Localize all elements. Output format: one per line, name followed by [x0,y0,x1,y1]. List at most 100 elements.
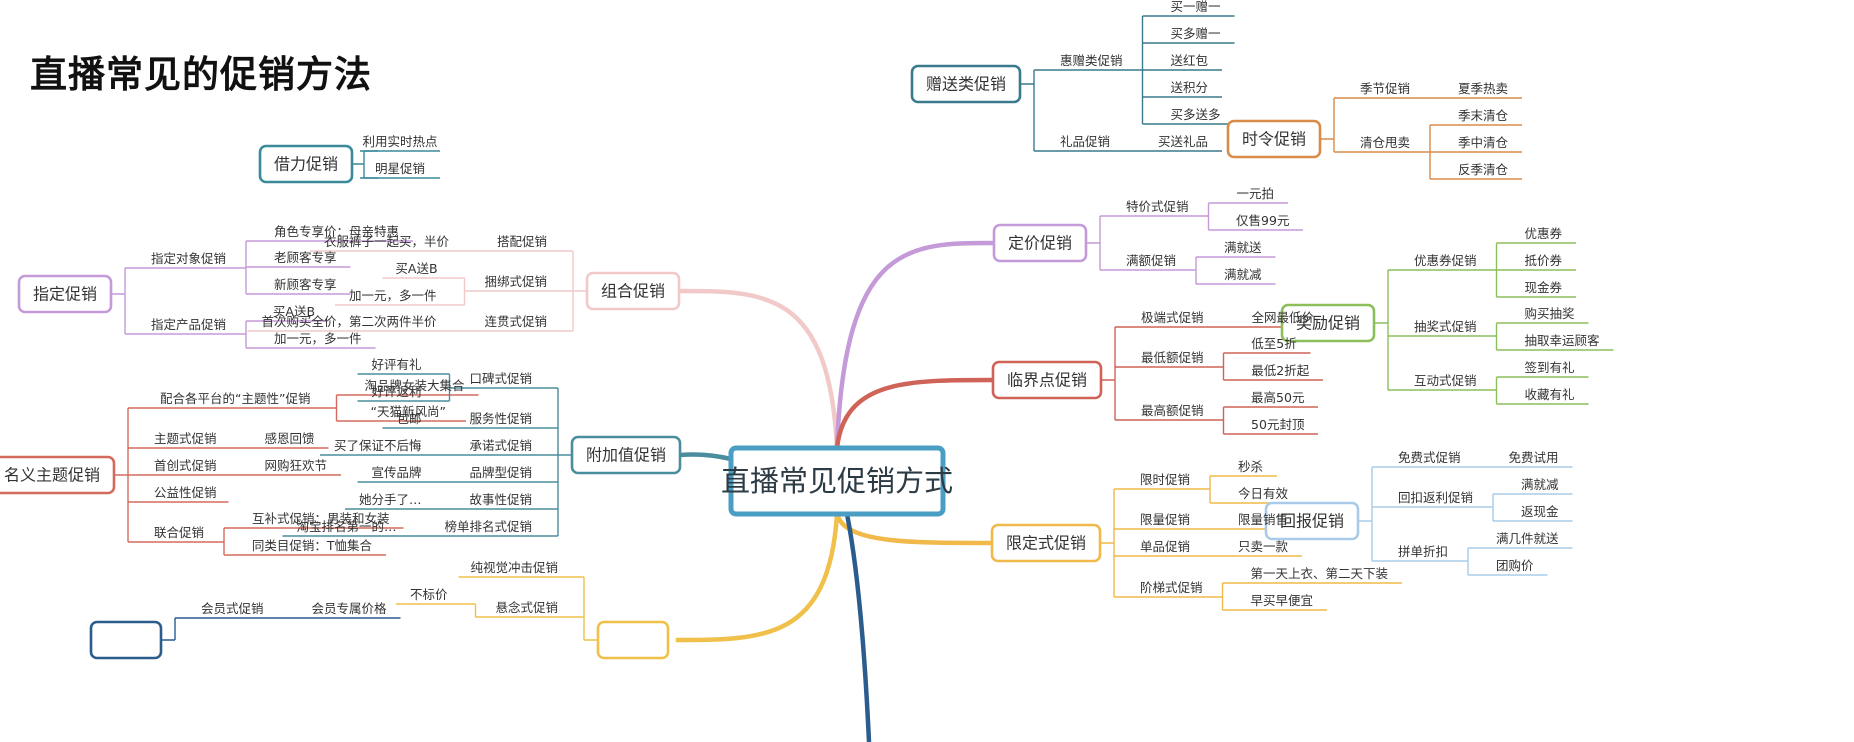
topic-xianding-sub: 阶梯式促销 [1140,580,1203,595]
topic-jiangli-sub: 互动式促销 [1414,373,1477,388]
topic-xianding-sub: 单品促销 [1140,539,1190,554]
topic-jiangli-sub: 抽奖式促销 [1414,319,1477,334]
topic-huibao-leaf: 满就减 [1521,477,1559,492]
topic-linjie-box [991,360,1103,400]
topic-zuhe: 组合促销 [601,282,665,301]
connector [1101,326,1129,421]
topic-zuhe-sub: 连贯式促销 [484,314,547,329]
topic-huibao-sub: 拼单折扣 [1398,544,1448,559]
topic-xuanyi-branch [675,513,840,643]
topic-dingjia: 定价促销 [1008,234,1072,253]
page-title: 直播常见的促销方法 [30,53,372,96]
topic-jiangli-leaf: 抵价券 [1524,253,1562,268]
topic-linjie-sub: 最低额促销 [1141,350,1204,365]
connector [1188,256,1210,285]
connector [238,240,260,295]
topic-jiangli-box [1280,303,1376,343]
topic-fujiazhi-sub: 口碑式促销 [469,371,532,386]
connector [1200,202,1223,231]
connector [461,603,484,618]
central-topic-box [728,445,946,517]
topic-mingyi-sub: 主题式促销 [154,431,217,446]
topic-mingyi-leaf: 感恩回馈 [264,431,314,446]
topic-huibao-sub: 免费式促销 [1398,450,1461,465]
topic-mingyi-leaf: 网购狂欢节 [264,458,327,473]
topic-huiyuan-box [89,620,163,660]
topic-fujiazhi-leaf: 宣传品牌 [371,465,421,480]
topic-xuanyi-box [596,620,670,660]
central-topic: 直播常见促销方式 [721,464,953,498]
topic-zuhe-leaf: 买A送B [395,261,437,276]
topic-dingjia-leaf: 一元拍 [1236,186,1274,201]
topic-fujiazhi-leaf: 她分手了… [359,492,422,507]
topic-jiangli-sub: 优惠券促销 [1414,253,1477,268]
connector [1320,97,1348,153]
topic-shiling-box [1226,119,1322,159]
connector [238,320,260,349]
topic-mingyi-leaf: 同类目促销：T恤集合 [252,538,373,553]
topic-zhiding: 指定促销 [33,285,97,304]
topic-xianding-leaf: 秒杀 [1238,459,1263,474]
topic-mingyi-leaf: 互补式促销：男装和女装 [252,511,390,526]
topic-fujiazhi-sub: 故事性促销 [469,492,532,507]
connector [1086,215,1114,271]
topic-zhiding-leaf: 角色专享价：母亲特惠 [274,224,399,239]
topic-xianding: 限定式促销 [1006,534,1086,553]
connector [1485,493,1507,522]
topic-huiyuan-leaf: 会员专属价格 [311,601,387,616]
topic-mingyi-sub: 联合促销 [154,525,204,540]
topic-fujiazhi-sub: 品牌型促销 [469,465,532,480]
topic-zengsong-leaf: 买多送多 [1170,107,1220,122]
topic-zengsong-leaf: 买多赠一 [1170,26,1220,41]
topic-zhiding-leaf: 新顾客专享 [274,277,337,292]
topic-zuhe-leaf: 首次购买全价，第二次两件半价 [261,314,437,329]
topic-jiangli-leaf: 签到有礼 [1524,360,1574,375]
topic-jieli-leaf: 明星促销 [375,161,425,176]
topic-jiangli-leaf: 现金券 [1524,280,1562,295]
topic-zuhe-leaf: 加一元，多一件 [349,288,437,303]
connector [435,373,458,402]
connector [1214,582,1237,611]
connector [544,387,572,537]
connector [1100,488,1128,598]
topic-xianding-leaf: 今日有效 [1238,486,1289,501]
topic-xuanyi-leaf: 不标价 [410,587,448,602]
topic-dingjia-leaf: 满就减 [1224,267,1262,282]
connector [1215,352,1238,381]
topic-zengsong: 赠送类促销 [926,75,1006,94]
topic-jiangli: 奖励促销 [1296,314,1360,333]
topic-zengsong-leaf: 送红包 [1170,53,1208,68]
topic-zengsong-leaf: 买送礼品 [1158,134,1208,149]
topic-fujiazhi: 附加值促销 [586,446,666,465]
topic-shiling: 时令促销 [1242,130,1306,149]
topic-linjie-leaf: 最低2折起 [1251,363,1309,378]
topic-xianding-sub: 限量促销 [1140,512,1190,527]
topic-zhiding-sub: 指定对象促销 [151,251,226,266]
connector [216,527,238,556]
topic-zuhe-sub: 捆绑式促销 [484,274,547,289]
topic-zhiding-leaf: 加一元，多一件 [274,331,362,346]
connector [1020,69,1048,152]
topic-xianding-leaf: 早买早便宜 [1250,593,1313,608]
topic-dingjia-sub: 满额促销 [1126,253,1176,268]
topic-jiangli-leaf: 收藏有礼 [1524,387,1574,402]
topic-fujiazhi-sub: 服务性促销 [469,411,532,426]
connector [1422,124,1444,180]
connector [1460,547,1482,576]
connector [570,576,598,641]
topic-xianding-box [990,523,1102,563]
topic-jieli-leaf: 利用实时热点 [362,134,437,149]
topic-zengsong-sub: 惠赠类促销 [1060,53,1123,68]
connector [111,267,139,335]
topic-fujiazhi-leaf: 好评有礼 [371,357,421,372]
topic-fujiazhi-sub: 榜单排名式促销 [444,519,532,534]
connector [1374,269,1402,391]
connector [1202,475,1224,504]
connector [559,250,587,332]
topic-zuhe-leaf: 衣服裤子一起买，半价 [324,234,450,249]
topic-shiling-sub: 清仓甩卖 [1360,135,1410,150]
connector [161,617,189,641]
topic-dingjia-leaf: 仅售99元 [1236,213,1289,228]
topic-linjie-leaf: 低至5折 [1251,336,1296,351]
topic-xianding-branch [834,513,993,546]
